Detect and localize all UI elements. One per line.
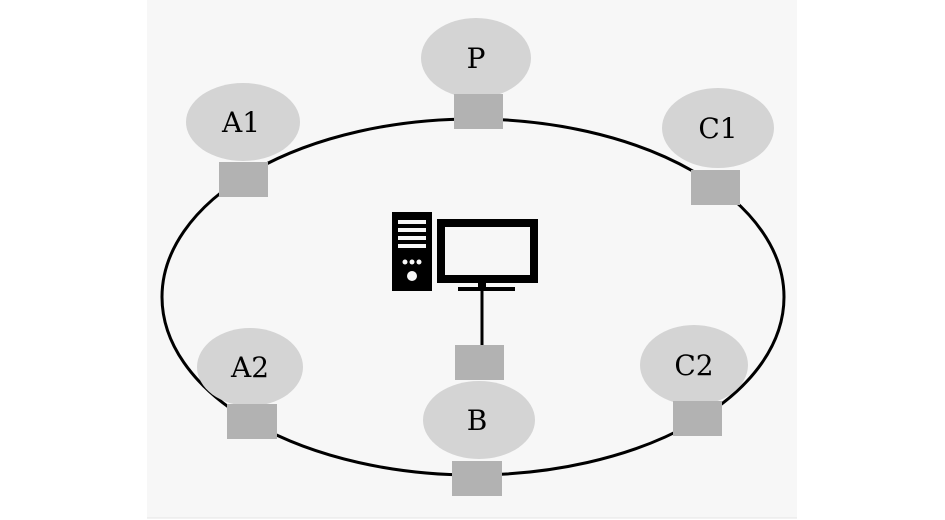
- node-P-connector: [454, 94, 503, 129]
- node-label: A1: [221, 106, 260, 139]
- node-A2: A2: [197, 328, 303, 406]
- node-A1: A1: [186, 83, 300, 161]
- node-label: C2: [674, 349, 713, 382]
- node-B-top-connector: [455, 345, 504, 380]
- node-label: C1: [698, 112, 737, 145]
- node-label: A2: [230, 351, 269, 384]
- node-A2-connector: [227, 404, 277, 439]
- node-C2: C2: [640, 325, 748, 405]
- node-C1-connector: [691, 170, 740, 205]
- node-P: P: [421, 18, 531, 98]
- computer-icon: [392, 212, 538, 291]
- node-A1-connector: [219, 162, 268, 197]
- node-label: P: [467, 42, 486, 75]
- node-C2-connector: [673, 401, 722, 436]
- node-B: B: [423, 381, 535, 459]
- node-label: B: [467, 404, 488, 437]
- node-C1: C1: [662, 88, 774, 168]
- node-B-connector: [452, 461, 502, 496]
